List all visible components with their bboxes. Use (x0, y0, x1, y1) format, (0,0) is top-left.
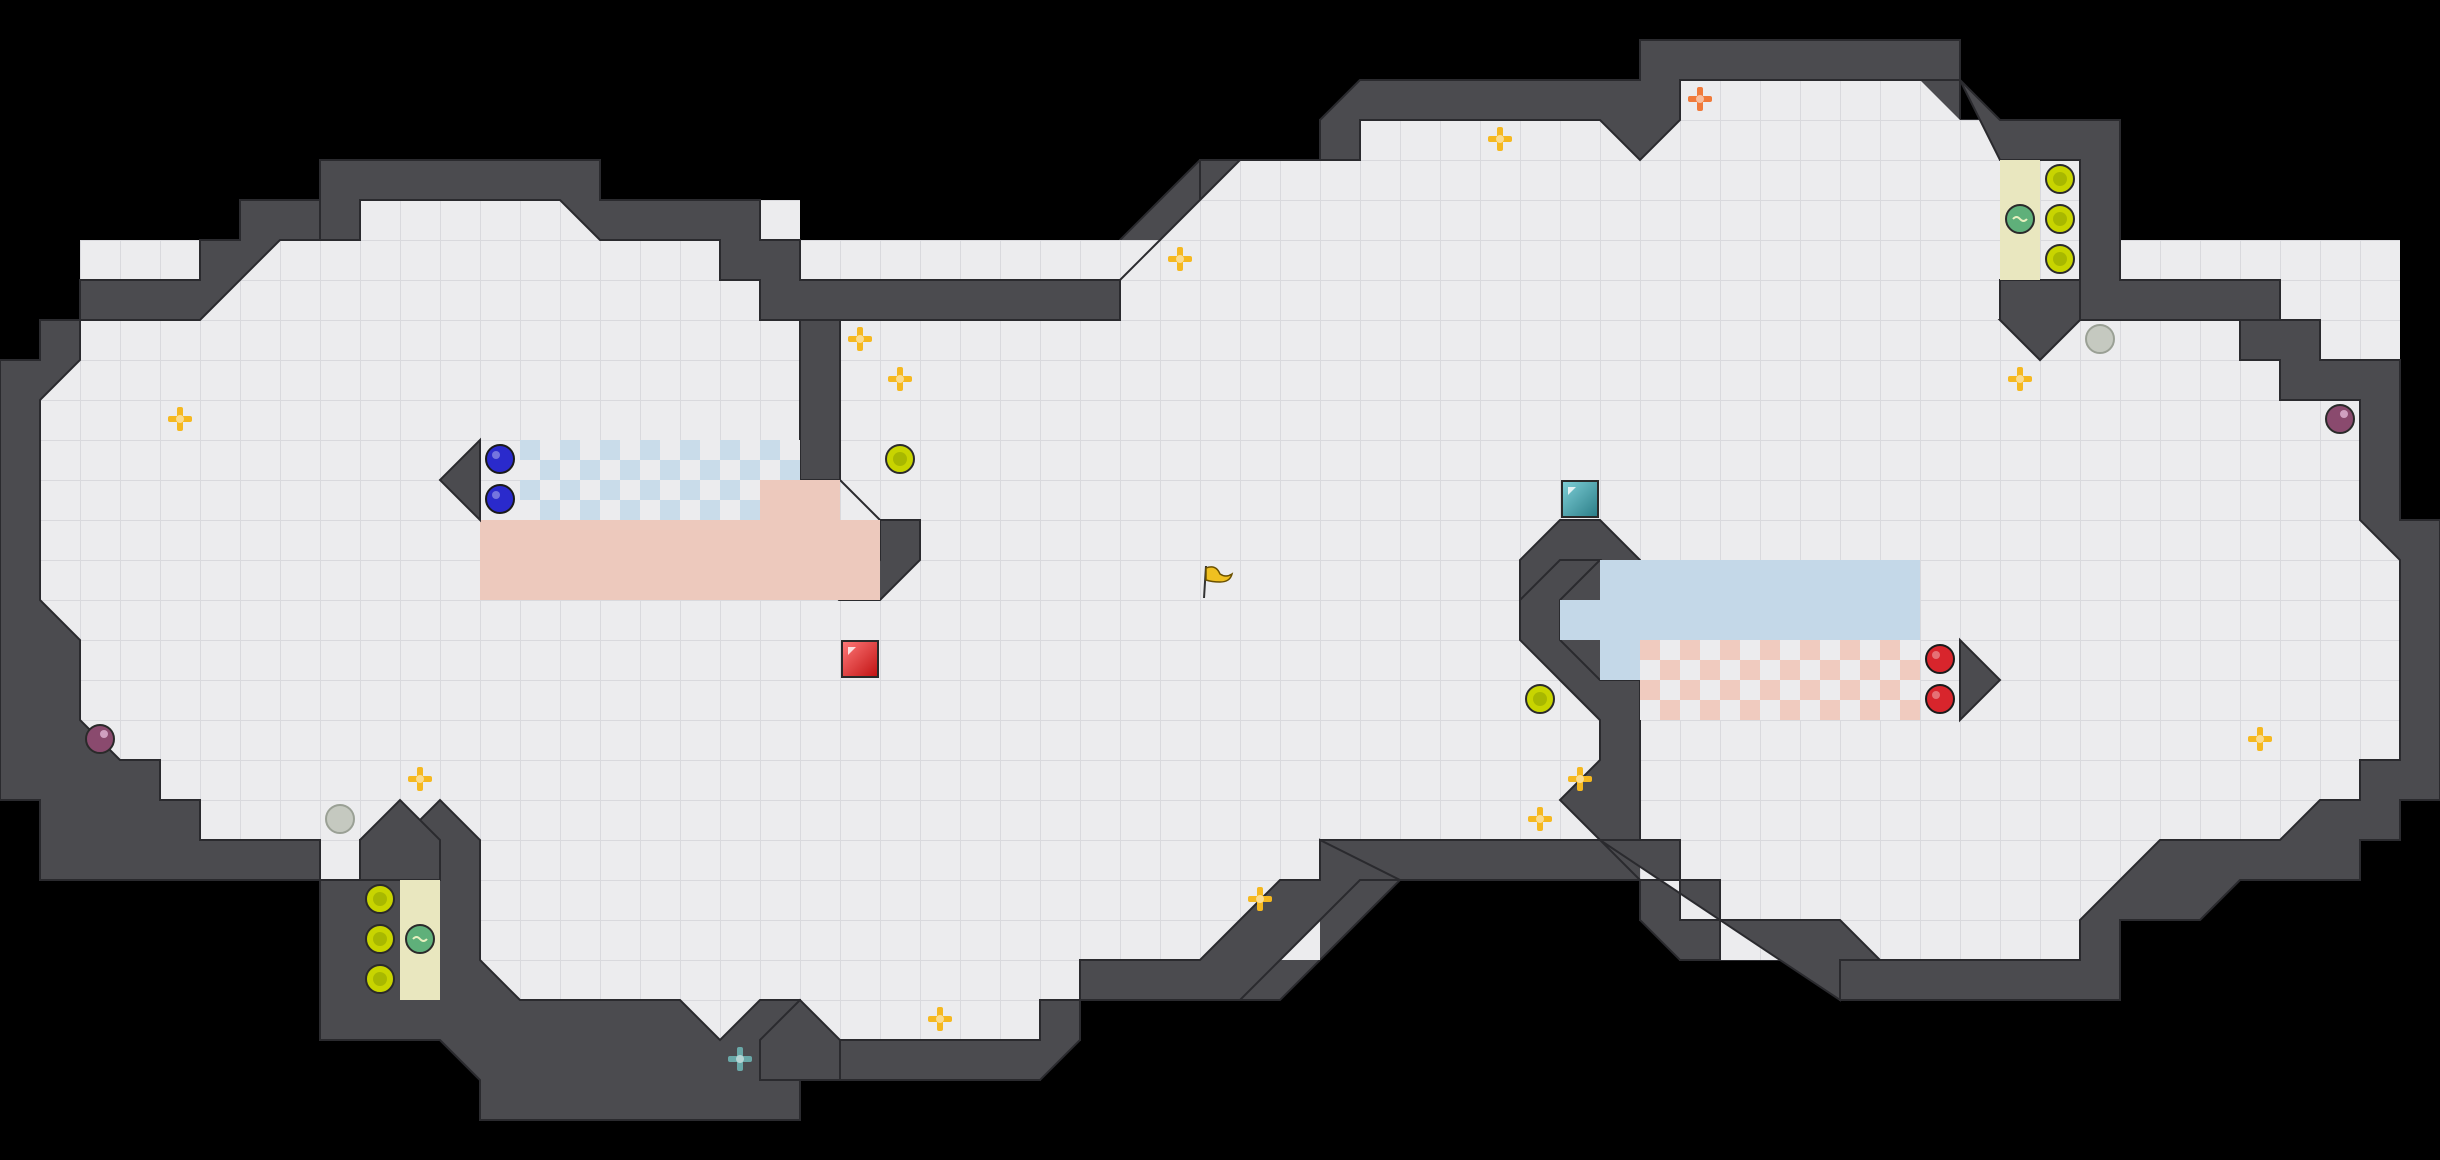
bomb-token[interactable] (325, 804, 355, 834)
neutral-ball[interactable] (1525, 684, 1555, 714)
boost-pad[interactable] (1488, 127, 1512, 151)
boost-pad[interactable] (848, 327, 872, 351)
wall-spike-top (1999, 279, 2081, 362)
blue-square-icon[interactable] (1561, 480, 1599, 518)
portal-orb[interactable] (85, 724, 115, 754)
red-goal-triangle (1959, 637, 2002, 723)
boost-pad[interactable] (2248, 727, 2272, 751)
red-square-icon[interactable] (841, 640, 879, 678)
red-ball[interactable] (1925, 684, 1955, 714)
boost-pad[interactable] (1568, 767, 1592, 791)
red-ball[interactable] (1925, 644, 1955, 674)
neutral-ball[interactable] (2045, 204, 2075, 234)
boost-pad-orange[interactable] (1688, 87, 1712, 111)
wall-top-strip (1319, 39, 1961, 162)
neutral-ball[interactable] (885, 444, 915, 474)
wall-right-edge (1839, 319, 2440, 1001)
wall-topleft-edge (0, 159, 361, 881)
neutral-ball[interactable] (365, 884, 395, 914)
neutral-ball[interactable] (2045, 164, 2075, 194)
entities[interactable] (85, 87, 2355, 1071)
boost-pad-teal[interactable] (728, 1047, 752, 1071)
blue-ball[interactable] (485, 484, 515, 514)
tagpro-token[interactable] (2005, 204, 2035, 234)
portal-orb[interactable] (2325, 404, 2355, 434)
zones (400, 160, 2040, 1000)
boost-pad[interactable] (408, 767, 432, 791)
wall-spike-bottom-mid (759, 998, 841, 1081)
boost-pad[interactable] (1528, 807, 1552, 831)
goal-markers (438, 437, 2002, 723)
boost-pad[interactable] (1168, 247, 1192, 271)
red-solid-zone (480, 520, 880, 600)
peninsulas (359, 279, 2081, 1081)
wall-spike-bottom-left (359, 798, 441, 881)
boost-pad[interactable] (888, 367, 912, 391)
red-solid-zone-upper (760, 480, 840, 520)
boost-pad[interactable] (1248, 887, 1272, 911)
blue-checker-zone (520, 440, 800, 520)
tagpro-token[interactable] (405, 924, 435, 954)
blue-ball[interactable] (485, 444, 515, 474)
neutral-ball[interactable] (2045, 244, 2075, 274)
blue-goal-triangle (438, 437, 481, 523)
neutral-ball[interactable] (365, 964, 395, 994)
blue-solid-zone-low (1560, 600, 1600, 640)
floor (40, 80, 2400, 1040)
bomb-token[interactable] (2085, 324, 2115, 354)
neutral-ball[interactable] (365, 924, 395, 954)
boost-pad[interactable] (928, 1007, 952, 1031)
red-checker-zone (1640, 640, 1920, 720)
flag-icon[interactable] (1203, 565, 1234, 599)
boost-pad[interactable] (2008, 367, 2032, 391)
boost-pad[interactable] (168, 407, 192, 431)
